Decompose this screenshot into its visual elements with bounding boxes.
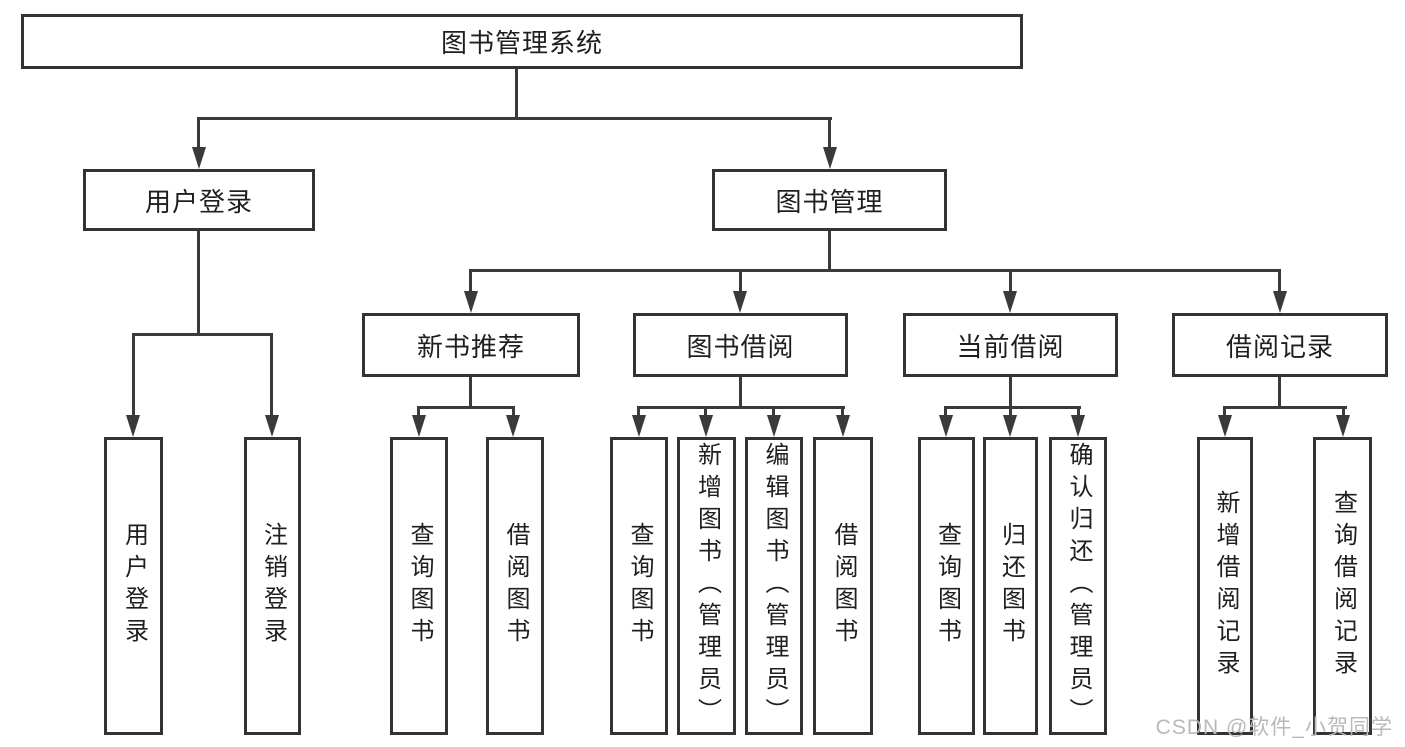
arrow-down-icon — [464, 291, 478, 313]
arrow-down-icon — [265, 415, 279, 437]
edge-user-login-trunk — [197, 231, 200, 335]
edge-borrow-records-crossbar — [1223, 406, 1347, 409]
edge-book-borrow-trunk — [739, 377, 742, 408]
arrow-down-icon — [1071, 415, 1085, 437]
leaf-label: 查询图书 — [626, 522, 653, 650]
edge-to-leaf — [1077, 406, 1080, 417]
leaf-query-books-current: 查询图书 — [918, 437, 975, 735]
leaf-label: 新增图书（管理员） — [693, 442, 721, 730]
edge-to-leaf — [841, 406, 844, 417]
edge-current-borrow-crossbar — [944, 406, 1081, 409]
edge-new-book-crossbar — [417, 406, 515, 409]
node-new-book-recommend: 新书推荐 — [362, 313, 580, 377]
edge-to-leaf — [1223, 406, 1226, 417]
edge-book-mgmt-crossbar — [469, 269, 1281, 272]
csdn-watermark: CSDN @软件_小贺同学 — [1155, 716, 1393, 739]
leaf-add-borrow-record: 新增借阅记录 — [1197, 437, 1253, 735]
leaf-return-book: 归还图书 — [983, 437, 1038, 735]
leaf-label: 注销登录 — [259, 522, 287, 650]
edge-to-borrow-records — [1278, 269, 1281, 295]
leaf-label: 查询借阅记录 — [1329, 490, 1357, 682]
arrow-down-icon — [1336, 415, 1350, 437]
edge-to-leaf — [637, 406, 640, 417]
leaf-query-books-borrow: 查询图书 — [610, 437, 668, 735]
arrow-down-icon — [1273, 291, 1287, 313]
arrow-down-icon — [699, 415, 713, 437]
arrow-down-icon — [506, 415, 520, 437]
arrow-down-icon — [767, 415, 781, 437]
leaf-logout: 注销登录 — [244, 437, 301, 735]
edge-book-mgmt-trunk — [828, 231, 831, 271]
node-label: 图书管理系统 — [440, 28, 603, 58]
leaf-label: 确认归还（管理员） — [1065, 442, 1092, 730]
arrow-down-icon — [632, 415, 646, 437]
edge-root-trunk — [515, 69, 518, 119]
arrow-down-icon — [1003, 415, 1017, 437]
leaf-label: 编辑图书（管理员） — [761, 442, 788, 730]
leaf-label: 用户登录 — [120, 522, 148, 650]
leaf-label: 归还图书 — [997, 522, 1025, 650]
node-borrow-records: 借阅记录 — [1172, 313, 1388, 377]
arrow-down-icon — [939, 415, 953, 437]
node-label: 当前借阅 — [956, 331, 1065, 362]
leaf-borrow-books-newbook: 借阅图书 — [486, 437, 544, 735]
leaf-add-book-admin: 新增图书（管理员） — [677, 437, 736, 735]
edge-to-leaf — [772, 406, 775, 417]
node-label: 用户登录 — [144, 186, 253, 217]
arrow-down-icon — [1218, 415, 1232, 437]
arrow-down-icon — [823, 147, 837, 169]
edge-to-new-book — [469, 269, 472, 295]
edge-current-borrow-trunk — [1009, 377, 1012, 408]
edge-user-login-crossbar — [132, 333, 273, 336]
edge-to-leaf — [944, 406, 947, 417]
edge-new-book-trunk — [469, 377, 472, 408]
arrow-down-icon — [126, 415, 140, 437]
arrow-down-icon — [836, 415, 850, 437]
leaf-label: 新增借阅记录 — [1212, 490, 1239, 682]
arrow-down-icon — [733, 291, 747, 313]
leaf-borrow-books-borrow: 借阅图书 — [813, 437, 873, 735]
arrow-down-icon — [1003, 291, 1017, 313]
edge-to-leaf-user-login — [132, 333, 135, 417]
node-book-management: 图书管理 — [712, 169, 947, 231]
edge-book-borrow-crossbar — [637, 406, 845, 409]
leaf-confirm-return-admin: 确认归还（管理员） — [1049, 437, 1107, 735]
edge-to-leaf — [1009, 406, 1012, 417]
node-label: 借阅记录 — [1225, 331, 1334, 362]
leaf-user-login: 用户登录 — [104, 437, 163, 735]
node-user-login: 用户登录 — [83, 169, 315, 231]
leaf-label: 查询图书 — [933, 522, 961, 650]
edge-to-leaf-logout — [270, 333, 273, 417]
edge-to-leaf — [1342, 406, 1345, 417]
edge-to-leaf — [417, 406, 420, 417]
edge-root-to-book-mgmt — [828, 117, 831, 150]
edge-to-leaf — [704, 406, 707, 417]
edge-root-to-user-login — [197, 117, 200, 150]
node-current-borrow: 当前借阅 — [903, 313, 1118, 377]
edge-to-book-borrow — [739, 269, 742, 295]
edge-to-leaf — [512, 406, 515, 417]
arrow-down-icon — [192, 147, 206, 169]
leaf-query-books-newbook: 查询图书 — [390, 437, 448, 735]
leaf-edit-book-admin: 编辑图书（管理员） — [745, 437, 803, 735]
node-label: 新书推荐 — [416, 331, 525, 362]
node-label: 图书管理 — [775, 186, 884, 217]
leaf-query-borrow-record: 查询借阅记录 — [1313, 437, 1372, 735]
node-library-management-system: 图书管理系统 — [21, 14, 1023, 69]
node-book-borrow: 图书借阅 — [633, 313, 848, 377]
edge-borrow-records-trunk — [1278, 377, 1281, 408]
edge-to-current-borrow — [1009, 269, 1012, 295]
leaf-label: 查询图书 — [406, 522, 433, 650]
arrow-down-icon — [412, 415, 426, 437]
leaf-label: 借阅图书 — [830, 522, 857, 650]
edge-root-crossbar — [197, 117, 832, 120]
leaf-label: 借阅图书 — [502, 522, 529, 650]
node-label: 图书借阅 — [686, 331, 795, 362]
